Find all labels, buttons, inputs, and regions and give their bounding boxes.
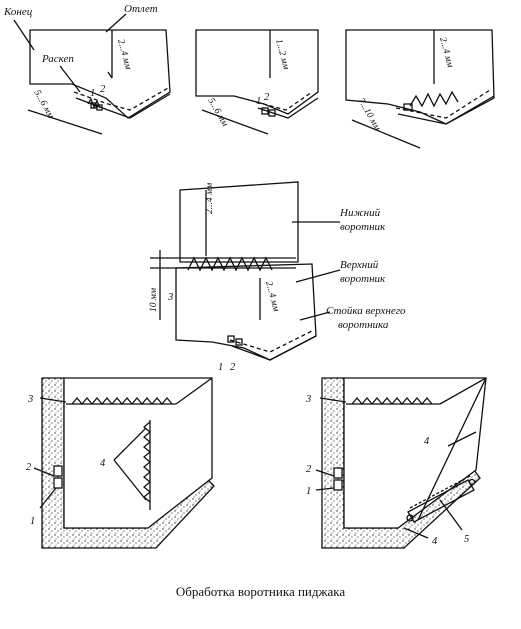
num-2: 2	[100, 84, 106, 95]
num-3: 3	[167, 292, 173, 303]
upper-collar-shape	[175, 263, 317, 361]
bottom-right-diagram	[315, 377, 487, 549]
num-4: 4	[432, 536, 438, 547]
num-2: 2	[230, 362, 236, 373]
label-end: Конец	[3, 6, 33, 18]
dim-middle-top: 2...4 мм	[205, 183, 215, 214]
leader-lapel	[105, 13, 127, 33]
num-4: 4	[424, 436, 430, 447]
num-1: 1	[218, 362, 223, 373]
hand-stitch	[87, 97, 101, 109]
leader-notch	[59, 65, 81, 93]
num-1: 1	[90, 88, 95, 99]
num-1: 1	[306, 486, 311, 497]
stitch-marker-1	[90, 102, 97, 109]
num-3: 3	[305, 394, 311, 405]
top-right-diagram	[345, 29, 495, 149]
label-under-collar-1: Нижний	[339, 207, 381, 219]
label-stand-1: Стойка верхнего	[326, 305, 406, 317]
label-notch: Раскеп	[41, 53, 74, 65]
collar-end-shape	[29, 29, 171, 119]
seam-dashed	[73, 87, 169, 111]
num-1: 1	[256, 96, 261, 107]
label-under-collar-2: воротник	[340, 221, 386, 233]
num-3: 3	[27, 394, 33, 405]
under-collar-shape	[179, 181, 299, 263]
num-4: 4	[100, 458, 106, 469]
label-upper-collar-2: воротник	[340, 273, 386, 285]
num-2: 2	[26, 462, 32, 473]
leader-upper	[295, 269, 341, 283]
top-left-diagram	[13, 13, 171, 135]
zigzag-top	[71, 396, 173, 406]
top-middle-diagram	[195, 29, 319, 135]
bottom-left-diagram	[33, 377, 215, 549]
fold-detail	[407, 479, 475, 523]
diagonal-edge	[417, 377, 487, 521]
leader-end	[13, 19, 35, 51]
num-1: 1	[30, 516, 35, 527]
collar-body	[63, 377, 213, 529]
label-upper-collar-1: Верхний	[340, 259, 379, 271]
figure-caption: Обработка воротника пиджака	[175, 584, 346, 599]
dim-line-diagonal	[27, 109, 103, 135]
dim-middle-side: 10 мм	[149, 288, 159, 312]
label-stand-2: воротника	[338, 319, 389, 331]
label-lapel: Отлет	[124, 3, 158, 15]
seam-outline	[75, 93, 171, 119]
num-2: 2	[306, 464, 312, 475]
stitch-marker-2	[96, 104, 103, 111]
leader-stand	[299, 311, 331, 321]
middle-diagram	[150, 181, 341, 361]
num-5: 5	[464, 534, 469, 545]
num-2: 2	[264, 92, 270, 103]
zigzag-stitch	[409, 90, 459, 108]
